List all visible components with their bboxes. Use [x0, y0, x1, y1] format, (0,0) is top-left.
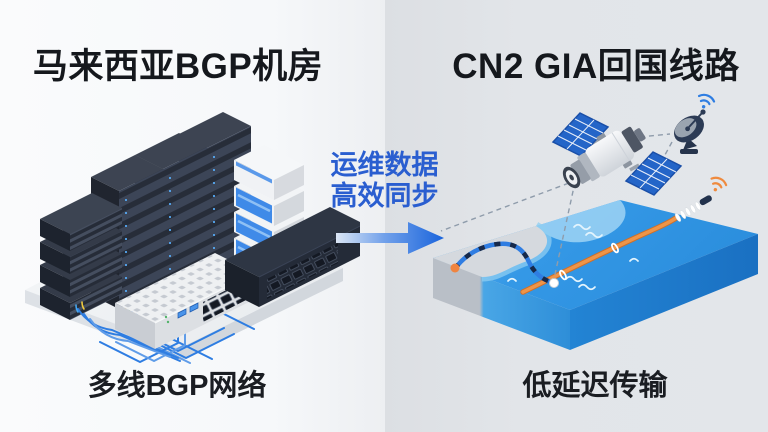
- flow-label: 运维数据 高效同步: [318, 150, 451, 212]
- solar-panel-icon: [551, 112, 610, 157]
- cable-coil: [674, 195, 712, 222]
- network-switch-icon: [225, 207, 360, 307]
- right-caption: 低延迟传输: [522, 370, 668, 402]
- flow-line-1: 运维数据: [330, 150, 439, 180]
- left-title: 马来西亚BGP机房: [32, 47, 324, 86]
- wifi-signal-icon: [697, 93, 716, 109]
- satellite-dish-icon: [674, 109, 706, 154]
- ocean-block-icon: [433, 200, 758, 350]
- solar-panel-icon: [624, 151, 683, 196]
- wifi-signal-icon: [710, 176, 728, 192]
- shore-land: [433, 226, 548, 277]
- satellite-body: [562, 126, 646, 189]
- wave-marks: [507, 223, 639, 291]
- junction-node: [549, 278, 559, 288]
- network-route-illustration: [433, 93, 758, 350]
- left-caption: 多线BGP网络: [87, 370, 267, 402]
- satellite-icon: [551, 112, 683, 196]
- submarine-cable-icon: [520, 195, 712, 295]
- flow-line-2: 高效同步: [330, 181, 439, 211]
- repeater-ring-icon: [559, 269, 567, 281]
- datacenter-illustration: [25, 112, 360, 364]
- right-title: CN2 GIA回国线路: [452, 47, 740, 86]
- repeater-ring-icon: [611, 242, 619, 254]
- arrow-right-icon: [336, 222, 444, 254]
- storage-server-stack-icon: [40, 193, 122, 320]
- shore-cable: [450, 241, 559, 288]
